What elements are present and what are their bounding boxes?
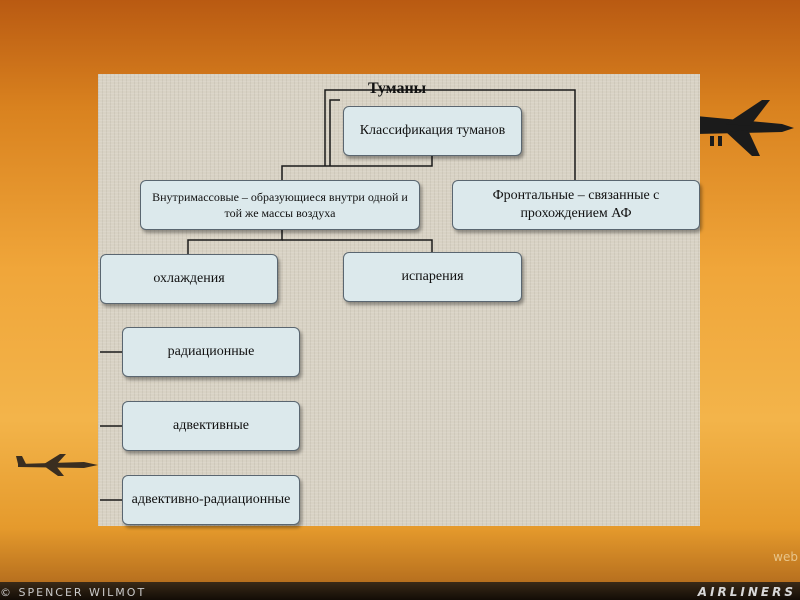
- node-root-label: Классификация туманов: [359, 123, 506, 138]
- node-radiation-label: радиационные: [167, 344, 255, 359]
- node-advective-radiation: адвективно-радиационные: [122, 475, 300, 525]
- node-intramass-label: Внутримассовые – образующиеся внутри одн…: [152, 190, 408, 220]
- airplane-left-icon: [16, 454, 98, 476]
- watermark-web: web: [773, 550, 798, 564]
- airplane-right-icon: [696, 100, 794, 156]
- node-advective-radiation-label: адвективно-радиационные: [131, 492, 291, 507]
- node-intramass: Внутримассовые – образующиеся внутри одн…: [140, 180, 420, 230]
- node-radiation: радиационные: [122, 327, 300, 377]
- node-advective: адвективные: [122, 401, 300, 451]
- node-frontal-label: Фронтальные – связанные с прохождением А…: [492, 188, 660, 221]
- brand-logo: AIRLINERS: [697, 585, 796, 599]
- footer-bar: © SPENCER WILMOT AIRLINERS: [0, 582, 800, 600]
- node-frontal: Фронтальные – связанные с прохождением А…: [452, 180, 700, 230]
- node-cooling-label: охлаждения: [153, 271, 225, 286]
- node-cooling: охлаждения: [100, 254, 278, 304]
- node-evaporation: испарения: [343, 252, 522, 302]
- diagram-title: Туманы: [368, 80, 427, 97]
- node-root: Классификация туманов: [343, 106, 522, 156]
- node-evaporation-label: испарения: [401, 269, 464, 284]
- photo-credit: © SPENCER WILMOT: [0, 586, 147, 599]
- node-advective-label: адвективные: [172, 418, 250, 433]
